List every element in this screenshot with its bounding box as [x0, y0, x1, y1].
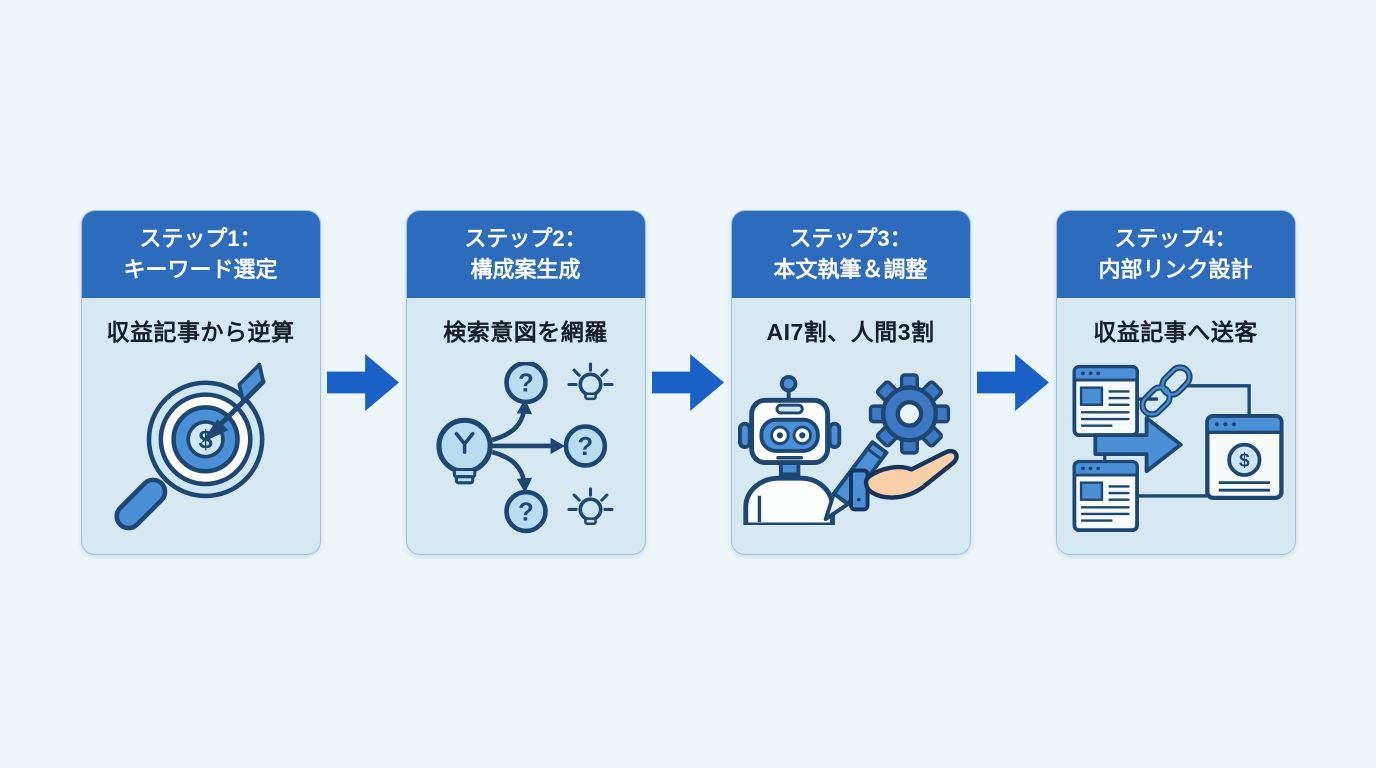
step-3-header: ステップ3： 本文執筆＆調整	[731, 211, 970, 299]
step-4-subtitle: 収益記事へ送客	[1093, 319, 1258, 346]
step-1-title-line1: ステップ1：	[139, 226, 262, 251]
step-3-title-line1: ステップ3：	[789, 226, 912, 251]
arrow-slot-1	[321, 210, 406, 555]
step-card-2: ステップ2： 構成案生成 検索意図を網羅 ? ? ?	[405, 210, 646, 555]
flow-arrow-icon	[327, 354, 399, 411]
flow-arrow-icon	[977, 354, 1049, 411]
step-1-header: ステップ1： キーワード選定	[81, 211, 320, 299]
step-2-header: ステップ2： 構成案生成	[406, 211, 645, 299]
arrow-slot-3	[971, 210, 1056, 555]
step-1-title-line2: キーワード選定	[123, 257, 278, 283]
step-2-title-line2: 構成案生成	[470, 257, 581, 283]
robot-writing-gear-hand-icon	[732, 347, 970, 554]
flow-arrow-icon	[652, 354, 724, 411]
process-flow-diagram: ステップ1： キーワード選定 収益記事から逆算 $ ステップ2： 構成案生成	[0, 210, 1376, 555]
svg-text:$: $	[1239, 451, 1250, 472]
svg-text:?: ?	[577, 433, 593, 461]
target-dollar-magnifier-icon: $	[82, 347, 320, 554]
svg-text:?: ?	[518, 498, 534, 526]
step-3-title-line2: 本文執筆＆調整	[773, 257, 928, 283]
step-4-header: ステップ4： 内部リンク設計	[1056, 211, 1295, 299]
step-card-1: ステップ1： キーワード選定 収益記事から逆算 $	[80, 210, 321, 555]
step-4-title-line2: 内部リンク設計	[1098, 257, 1253, 283]
internal-linking-pages-icon: $	[1057, 347, 1295, 554]
svg-text:?: ?	[518, 369, 534, 397]
step-3-subtitle: AI7割、人間3割	[766, 319, 935, 346]
step-2-title-line1: ステップ2：	[464, 226, 587, 251]
step-card-3: ステップ3： 本文執筆＆調整 AI7割、人間3割	[730, 210, 971, 555]
arrow-slot-2	[646, 210, 731, 555]
step-4-title-line1: ステップ4：	[1114, 226, 1237, 251]
idea-branching-icon: ? ? ?	[407, 347, 645, 554]
step-card-4: ステップ4： 内部リンク設計 収益記事へ送客	[1055, 210, 1296, 555]
step-2-subtitle: 検索意図を網羅	[443, 319, 608, 346]
step-1-subtitle: 収益記事から逆算	[106, 319, 295, 346]
